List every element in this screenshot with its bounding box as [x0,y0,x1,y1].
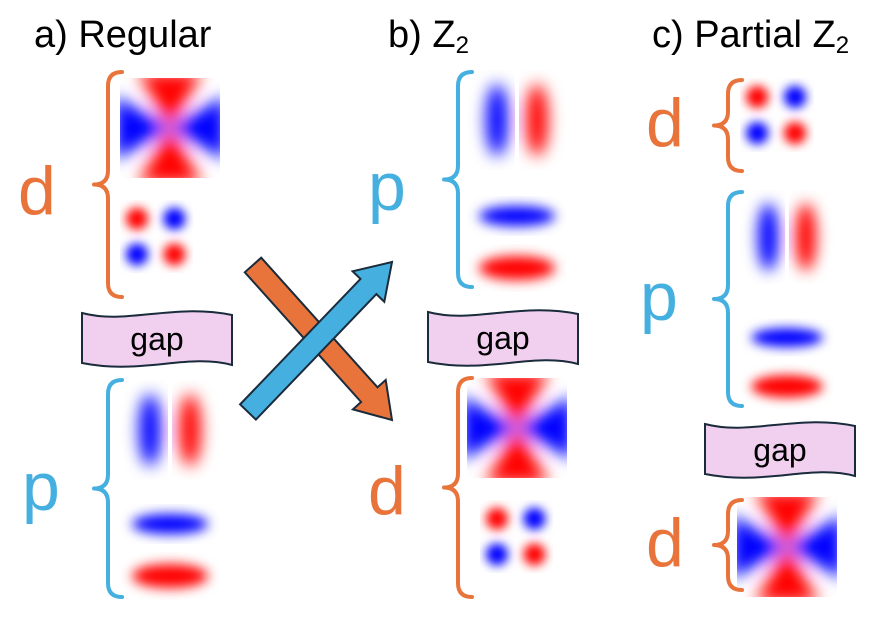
gap-label: gap [130,321,183,357]
gap-banner [81,310,233,368]
title-partial-z2: c) Partial Z2 [652,16,849,58]
title-partial-prefix: c) Partial [652,14,813,56]
bracket-d [442,376,474,599]
bracket-d [712,78,744,173]
orbital-label-d: d [18,153,56,229]
gap-label: gap [753,432,806,468]
bracket-p [92,378,124,599]
gap-label: gap [476,320,529,356]
orbital-tile-dx2y2 [732,492,842,602]
orbital-tile-py [467,192,567,292]
orbital-label-d: d [646,505,684,581]
orbital-tile-px [467,70,567,170]
bracket-p [712,190,744,408]
title-z2-subscript: 2 [455,32,469,59]
orbital-label-p: p [22,449,60,525]
title-partial-subscript: 2 [835,32,850,59]
orbital-tile-dx2y2 [115,73,225,183]
bracket-d [92,70,124,299]
orbital-label-d: d [646,85,684,161]
title-regular: a) Regular [34,16,211,54]
gap-banner [427,309,579,367]
orbital-tile-dxy [120,200,193,273]
title-z2-prefix: b) [388,14,433,56]
orbital-label-p: p [368,149,406,225]
orbital-tile-px [740,190,834,284]
orbital-tile-py [120,500,220,600]
bracket-p [442,70,474,289]
orbital-tile-py [740,315,834,409]
orbital-tile-px [120,380,220,480]
orbital-label-p: p [640,259,678,335]
title-partial-main: Z [812,14,836,56]
bracket-d [712,498,744,592]
orbital-tile-dx2y2 [462,373,572,483]
orbital-tile-dxy [480,500,553,573]
title-regular-text: a) Regular [34,14,212,56]
gap-banner [704,421,856,479]
orbital-label-d: d [368,453,406,529]
title-z2-main: Z [432,14,456,56]
title-z2: b) Z2 [388,16,469,58]
blue-arrow [238,260,394,422]
orbital-tile-dxy [740,78,814,152]
